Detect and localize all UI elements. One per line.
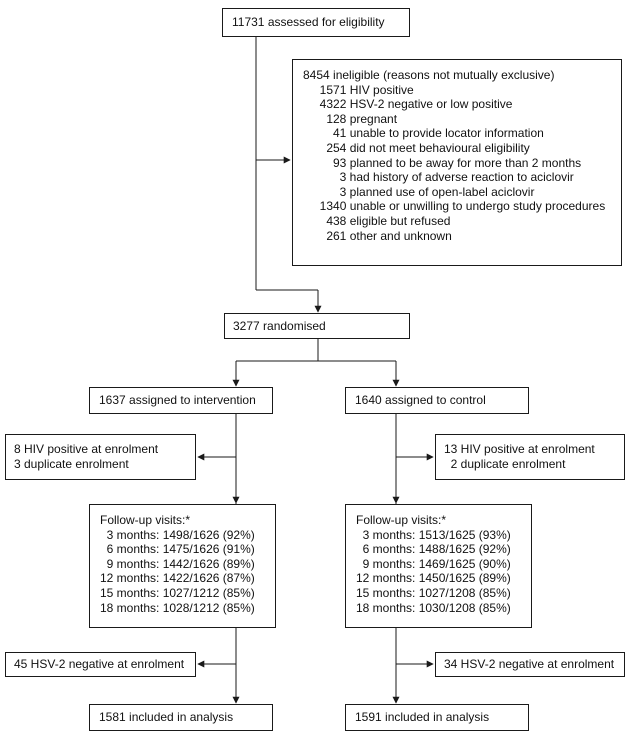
intervention-assigned-box: 1637 assigned to intervention bbox=[89, 387, 273, 414]
followup-line: 15 months: 1027/1212 (85%) bbox=[100, 585, 255, 600]
randomised-text: 3277 randomised bbox=[233, 319, 326, 333]
ineligible-line: 3 planned use of open-label aciclovir bbox=[303, 184, 535, 199]
followup-line: 9 months: 1469/1625 (90%) bbox=[356, 556, 511, 571]
followup-line: 9 months: 1442/1626 (89%) bbox=[100, 556, 255, 571]
intervention-analysis-box: 1581 included in analysis bbox=[89, 704, 273, 731]
control-excluded-box: 13 HIV positive at enrolment 2 duplicate… bbox=[435, 434, 625, 480]
ineligible-line: 3 had history of adverse reaction to aci… bbox=[303, 170, 574, 185]
followup-line: 18 months: 1030/1208 (85%) bbox=[356, 600, 511, 615]
ineligible-line: 93 planned to be away for more than 2 mo… bbox=[303, 155, 582, 170]
control-followup-box: Follow-up visits:* 3 months: 1513/1625 (… bbox=[345, 504, 532, 628]
ineligible-box: 8454 ineligible (reasons not mutually ex… bbox=[292, 59, 622, 266]
followup-line: 3 months: 1498/1626 (92%) bbox=[100, 527, 255, 542]
control-hsv-text: 34 HSV-2 negative at enrolment bbox=[444, 657, 615, 671]
followup-line: 3 months: 1513/1625 (93%) bbox=[356, 527, 511, 542]
assessed-box: 11731 assessed for eligibility bbox=[222, 8, 410, 37]
followup-title: Follow-up visits:* bbox=[100, 513, 191, 527]
intervention-followup-box: Follow-up visits:* 3 months: 1498/1626 (… bbox=[89, 504, 276, 628]
intervention-hsv-box: 45 HSV-2 negative at enrolment bbox=[5, 652, 196, 677]
ineligible-line: 261 other and unknown bbox=[303, 228, 452, 243]
excluded-line: 13 HIV positive at enrolment bbox=[444, 442, 595, 456]
control-assigned-box: 1640 assigned to control bbox=[345, 387, 529, 414]
followup-line: 18 months: 1028/1212 (85%) bbox=[100, 600, 255, 615]
followup-line: 6 months: 1488/1625 (92%) bbox=[356, 542, 511, 557]
control-analysis-box: 1591 included in analysis bbox=[345, 704, 529, 731]
intervention-assigned-text: 1637 assigned to intervention bbox=[99, 393, 256, 407]
excluded-line: 2 duplicate enrolment bbox=[444, 456, 566, 471]
intervention-excluded-box: 8 HIV positive at enrolment 3 duplicate … bbox=[5, 434, 196, 480]
ineligible-line: 41 unable to provide locator information bbox=[303, 126, 544, 141]
control-hsv-box: 34 HSV-2 negative at enrolment bbox=[435, 652, 625, 677]
control-analysis-text: 1591 included in analysis bbox=[355, 710, 490, 724]
followup-line: 12 months: 1450/1625 (89%) bbox=[356, 571, 511, 586]
ineligible-line: 438 eligible but refused bbox=[303, 213, 451, 228]
excluded-line: 8 HIV positive at enrolment bbox=[14, 442, 159, 456]
followup-line: 12 months: 1422/1626 (87%) bbox=[100, 571, 255, 586]
control-assigned-text: 1640 assigned to control bbox=[355, 393, 486, 407]
ineligible-line: 4322 HSV-2 negative or low positive bbox=[303, 97, 513, 112]
followup-line: 15 months: 1027/1208 (85%) bbox=[356, 585, 511, 600]
followup-line: 6 months: 1475/1626 (91%) bbox=[100, 542, 255, 557]
intervention-analysis-text: 1581 included in analysis bbox=[99, 710, 234, 724]
ineligible-line: 1571 HIV positive bbox=[303, 82, 414, 97]
assessed-text: 11731 assessed for eligibility bbox=[232, 15, 385, 29]
excluded-line: 3 duplicate enrolment bbox=[14, 456, 129, 471]
ineligible-line: 8454 ineligible (reasons not mutually ex… bbox=[303, 68, 555, 82]
ineligible-line: 1340 unable or unwilling to undergo stud… bbox=[303, 199, 606, 214]
intervention-hsv-text: 45 HSV-2 negative at enrolment bbox=[14, 657, 185, 671]
randomised-box: 3277 randomised bbox=[224, 313, 410, 339]
ineligible-line: 128 pregnant bbox=[303, 111, 398, 126]
followup-title: Follow-up visits:* bbox=[356, 513, 447, 527]
ineligible-line: 254 did not meet behavioural eligibility bbox=[303, 140, 530, 155]
